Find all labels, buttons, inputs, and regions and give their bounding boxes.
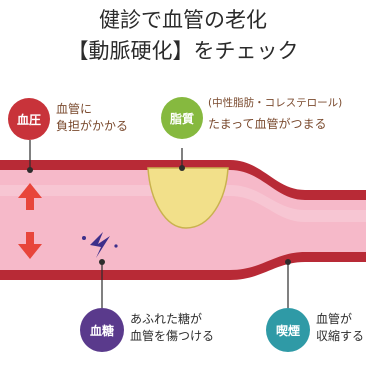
smoking-badge: 喫煙 [266,308,310,352]
lipid-note-line-2: たまって血管がつまる [208,117,327,131]
smoking-note: 血管が 収縮する [316,312,365,343]
blood-pressure-note: 血管に 負担がかかる [56,102,129,133]
damage-marks [82,232,118,258]
blood-pressure-badge: 血圧 [8,98,50,140]
plaque-deposit [147,167,229,229]
title-line-1: 健診で血管の老化 [99,8,267,32]
lipid-note-line-1: (中性脂肪・コレステロール) [208,97,343,109]
pressure-arrows [18,183,42,259]
blood-sugar-note: あふれた糖が 血管を傷つける [130,312,215,343]
title-line-2: 【動脈硬化】をチェック [67,39,299,63]
lipid-badge: 脂質 [161,97,203,139]
blood-sugar-badge: 血糖 [80,308,124,352]
